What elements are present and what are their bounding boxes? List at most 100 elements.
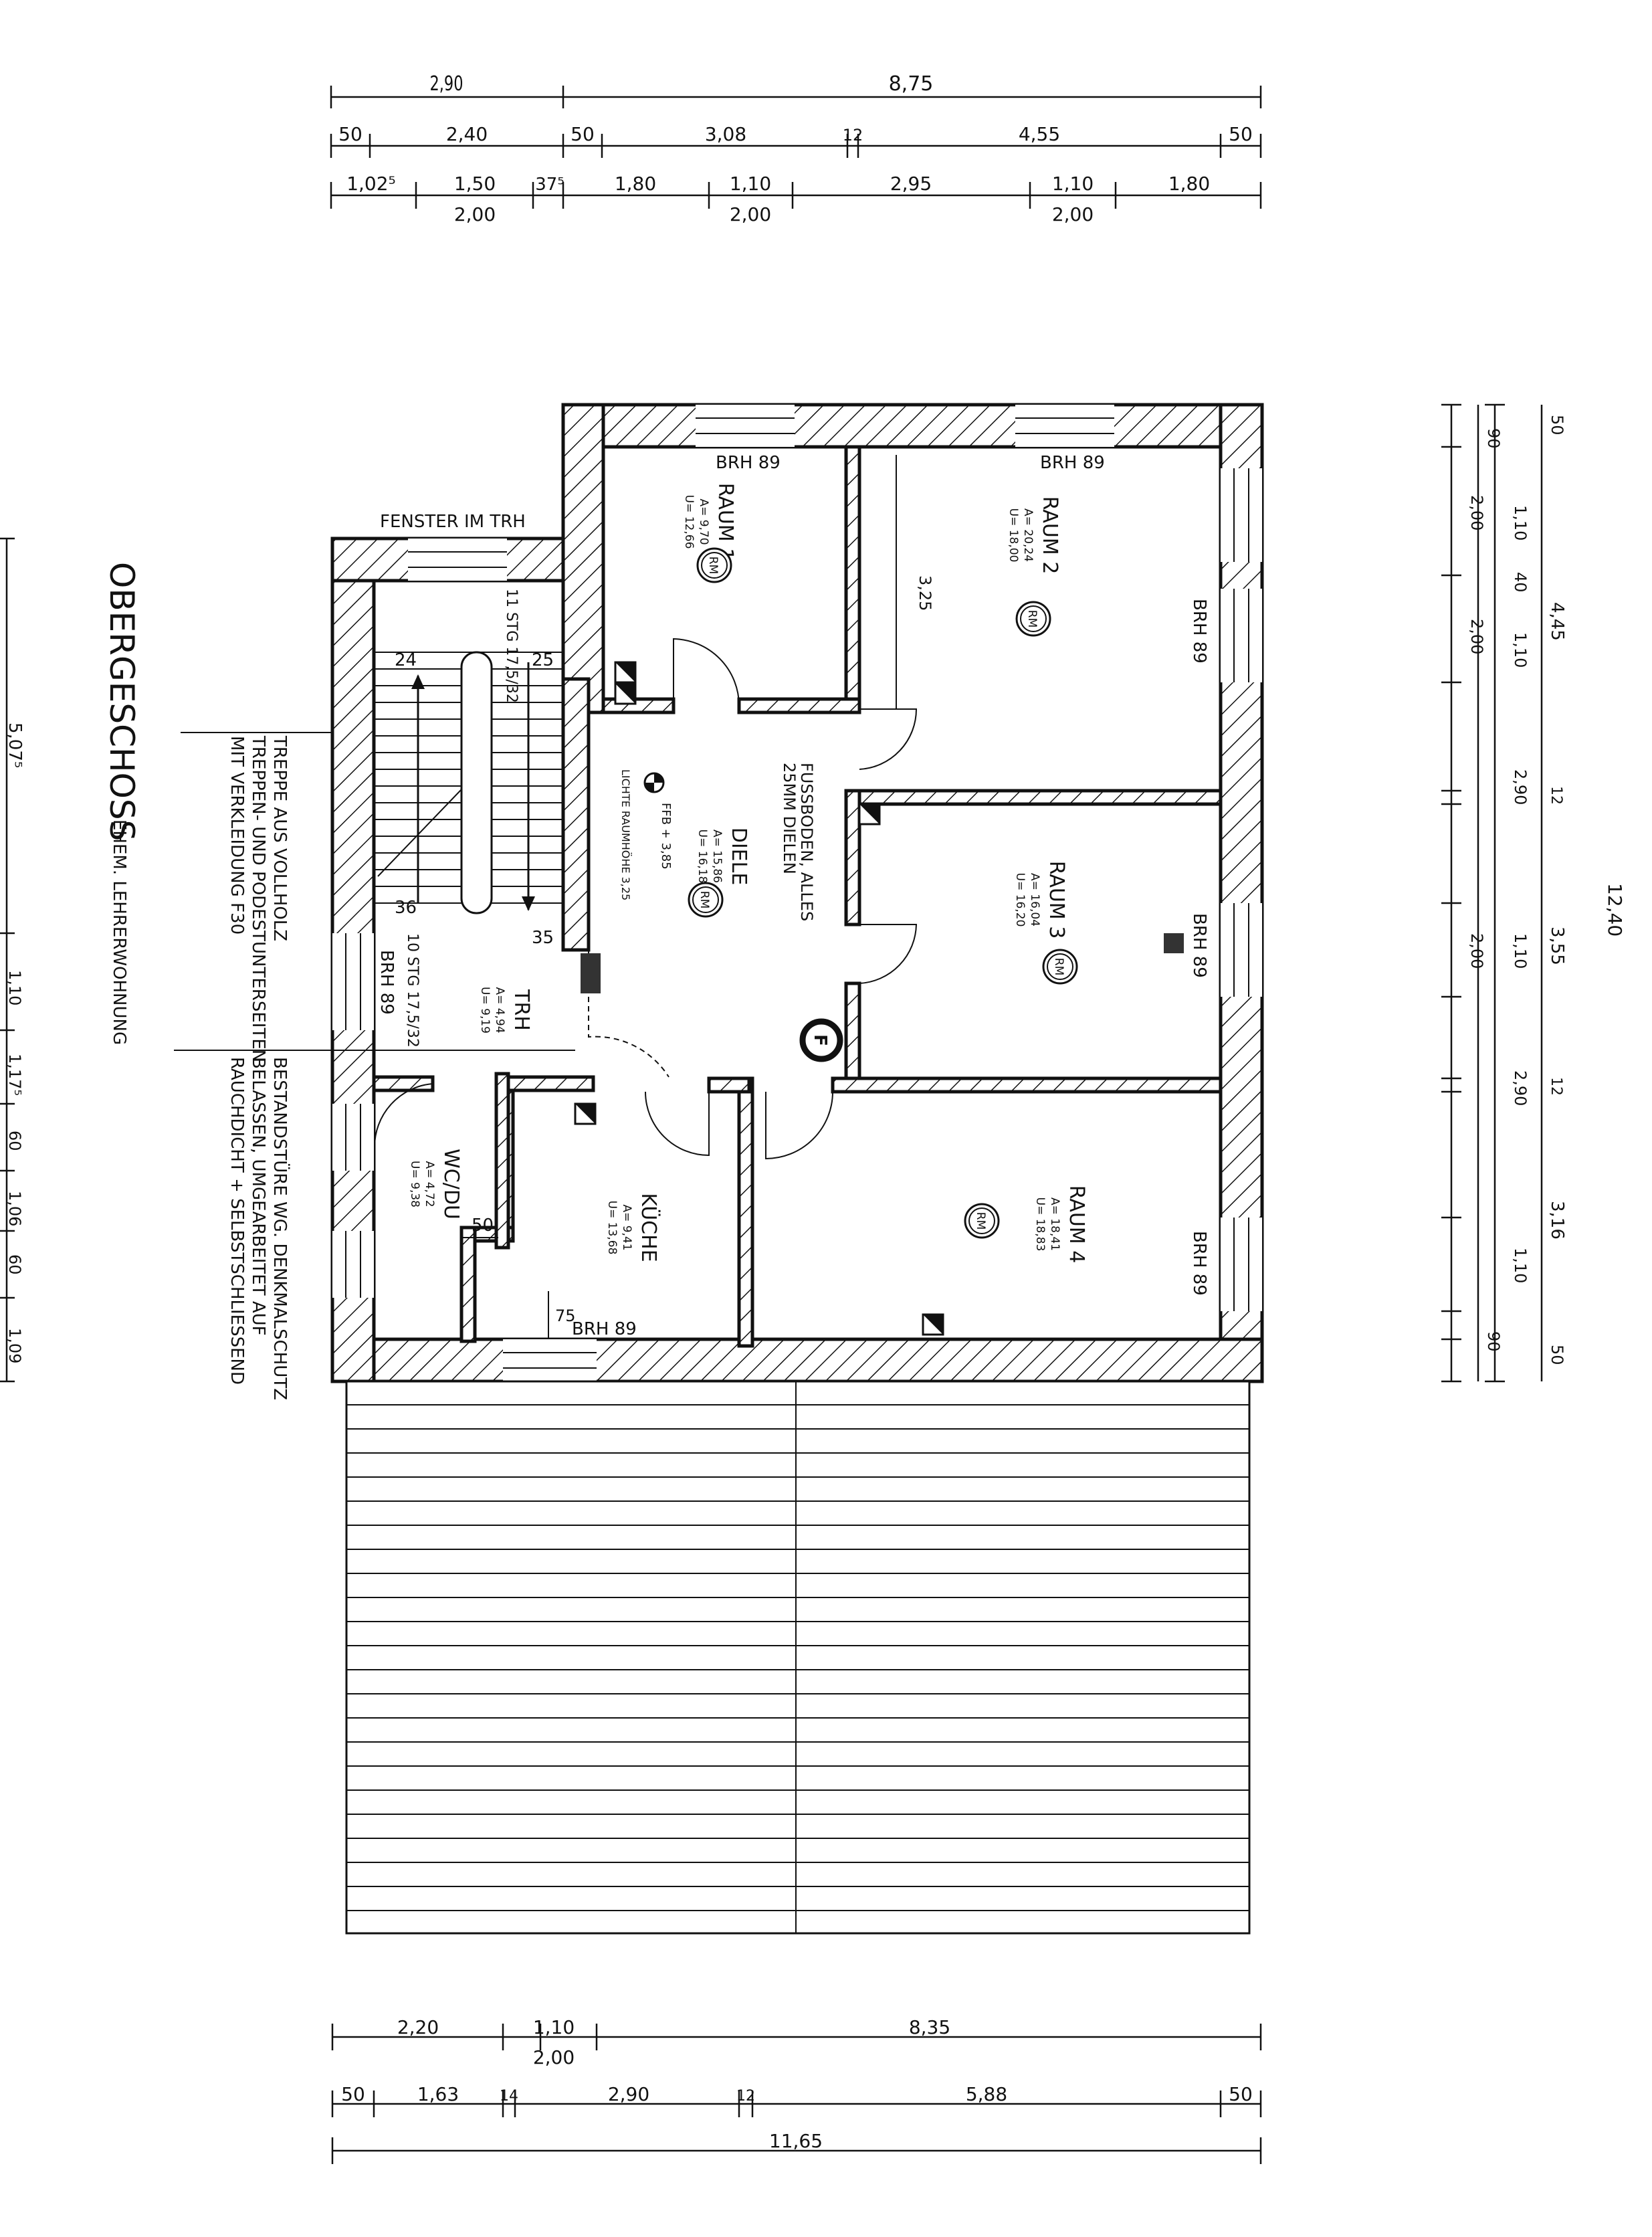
room-name: DIELE <box>727 828 750 886</box>
room-area: A= 15,86 <box>710 830 724 883</box>
room-name: RAUM 3 <box>1045 861 1068 939</box>
plan-title: OBERGESCHOSS <box>102 562 141 841</box>
dim-left-3: 1,17⁵ <box>5 1054 24 1096</box>
dim-bottom-r1b-1: 2,00 <box>533 2046 575 2068</box>
room-perimeter: U= 12,66 <box>682 495 696 549</box>
room-perimeter: U= 18,83 <box>1033 1197 1047 1252</box>
door-note-line-1: BESTANDSTÜRE WG. DENKMALSCHUTZ <box>270 1057 291 1400</box>
inner-dim-325: 3,25 <box>916 575 934 611</box>
dim-right-p3: 40 <box>1511 572 1530 593</box>
dim-right-p6: 12 <box>1548 786 1564 805</box>
dim-right-p2: 1,10 <box>1511 505 1530 541</box>
clear-height-label: LICHTE RAUMHÖHE 3,25 <box>619 769 632 900</box>
pipe-f-label: F <box>810 1034 830 1046</box>
sill-label: BRH 89 <box>716 453 781 473</box>
dim-top-r3-5: 1,10 <box>730 173 771 195</box>
dim-bottom-r1-2: 1,10 <box>533 2016 575 2038</box>
sill-label: BRH 89 <box>1189 913 1209 978</box>
rm-tag: RM <box>1025 610 1039 627</box>
stair-number-25: 25 <box>532 650 554 670</box>
rm-tags: RM RM RM RM RM <box>688 547 1078 1239</box>
sill-label: BRH 89 <box>1189 599 1209 664</box>
room-wc-du: WC/DU A= 4,72 U= 9,38 <box>408 1149 463 1220</box>
dim-right-p8: 2,90 <box>1511 1070 1530 1106</box>
room-name: KÜCHE <box>637 1193 661 1262</box>
sill-labels: BRH 89 BRH 89 BRH 89 BRH 89 BRH 89 BRH 8… <box>377 453 1209 1339</box>
inner-dim-75: 75 <box>555 1306 576 1325</box>
dim-right-o5: 90 <box>1484 1331 1503 1352</box>
stair-number-35: 35 <box>532 928 554 948</box>
floor-note-line-2: 25MM DIELEN <box>780 763 799 874</box>
room-raum-1: RAUM 1 A= 9,70 U= 12,66 <box>682 483 737 561</box>
dim-right-total: 12,40 <box>1604 883 1626 937</box>
door-note-line-2: BELASSEN, UMGEARBEITET AUF <box>248 1057 268 1336</box>
dim-top-r2-7: 50 <box>1229 123 1253 145</box>
room-name: RAUM 4 <box>1065 1185 1088 1264</box>
ffb-label: FFB + 3,85 <box>659 803 673 870</box>
dim-right-p10: 1,10 <box>1511 1248 1530 1283</box>
dim-left-2: 1,10 <box>5 970 24 1005</box>
stair-note-line-2: TREPPEN- UND PODESTUNTERSEITEN <box>248 735 268 1062</box>
pipe-f-symbol: F <box>799 1018 843 1062</box>
door-note: BESTANDSTÜRE WG. DENKMALSCHUTZ BELASSEN,… <box>227 1057 291 1400</box>
chimney-flues <box>574 661 944 1336</box>
inner-dimensions: 3,25 50 75 <box>461 455 934 1338</box>
level-note: FFB + 3,85 LICHTE RAUMHÖHE 3,25 <box>619 769 673 900</box>
doors <box>373 638 918 1160</box>
dim-top-r3-4: 1,80 <box>615 173 656 195</box>
dim-left-7: 1,09 <box>5 1328 24 1363</box>
rm-tag: RM <box>974 1212 987 1230</box>
dim-bottom-r2-1: 50 <box>341 2083 365 2105</box>
dim-right-o2: 2,00 <box>1467 495 1486 530</box>
room-area: A= 18,41 <box>1048 1197 1061 1251</box>
room-perimeter: U= 18,00 <box>1007 508 1020 563</box>
dimension-chain-right: 12,40 50 1,10 40 1,10 4,45 2,90 12 1,10 … <box>1441 403 1626 1383</box>
dim-top-r2-1: 50 <box>338 123 363 145</box>
terrace-deck <box>345 1380 1251 1935</box>
dim-top-r3-3: 37⁵ <box>535 175 564 195</box>
room-area: A= 9,70 <box>697 498 710 545</box>
dim-right-s1: 4,45 <box>1547 602 1567 641</box>
dim-left-6: 60 <box>5 1254 24 1275</box>
dim-right-p5: 2,90 <box>1511 769 1530 805</box>
dim-top-r4-3: 2,00 <box>1052 203 1094 225</box>
dim-top-r3-2: 1,50 <box>454 173 496 195</box>
room-area: A= 4,94 <box>493 987 506 1033</box>
sill-label: BRH 89 <box>1189 1231 1209 1296</box>
room-name: RAUM 2 <box>1038 496 1061 575</box>
dim-right-p7: 1,10 <box>1511 933 1530 969</box>
dim-top-r4-2: 2,00 <box>730 203 771 225</box>
room-perimeter: U= 16,20 <box>1013 873 1027 927</box>
dim-bottom-r1-3: 8,35 <box>909 2016 950 2038</box>
room-area: A= 20,24 <box>1021 508 1035 562</box>
room-perimeter: U= 9,38 <box>408 1161 421 1207</box>
room-kueche: KÜCHE A= 9,41 U= 13,68 <box>605 1193 661 1262</box>
dim-top-r3-7: 1,10 <box>1052 173 1094 195</box>
inner-dim-50: 50 <box>472 1215 494 1236</box>
floor-note: FUSSBODEN, ALLES 25MM DIELEN <box>780 763 816 921</box>
dim-bottom-r2-6: 5,88 <box>966 2083 1007 2105</box>
room-area: A= 16,04 <box>1028 873 1041 927</box>
stair-note-line-1: TREPPE AUS VOLLHOLZ <box>270 735 290 941</box>
dim-bottom-r1-1: 2,20 <box>397 2016 439 2038</box>
dim-bottom-total: 11,65 <box>769 2130 823 2152</box>
dim-top-r1-1: 2,90 <box>429 72 463 96</box>
room-diele: DIELE A= 15,86 U= 16,18 <box>696 828 750 886</box>
room-name: TRH <box>510 989 533 1031</box>
dim-left-5: 1,06 <box>5 1191 24 1226</box>
dimension-chain-bottom: 2,20 1,10 8,35 2,00 50 1,63 14 2,90 12 5… <box>331 2016 1262 2164</box>
room-raum-4: RAUM 4 A= 18,41 U= 18,83 <box>1033 1185 1088 1264</box>
stair-note: TREPPE AUS VOLLHOLZ TREPPEN- UND PODESTU… <box>227 735 290 1062</box>
room-raum-3: RAUM 3 A= 16,04 U= 16,20 <box>1013 861 1068 939</box>
dim-bottom-r2-5: 12 <box>736 2088 755 2105</box>
stair-note-line-3: MIT VERKLEIDUNG F30 <box>227 736 247 935</box>
room-perimeter: U= 9,19 <box>478 987 492 1034</box>
stair-number-24: 24 <box>395 650 417 670</box>
sill-label: BRH 89 <box>377 950 397 1015</box>
room-perimeter: U= 13,68 <box>605 1201 619 1255</box>
sill-label: BRH 89 <box>1040 453 1105 473</box>
room-name: RAUM 1 <box>714 483 737 561</box>
room-area: A= 9,41 <box>620 1204 633 1250</box>
room-trh: TRH A= 4,94 U= 9,19 <box>478 987 533 1034</box>
dimension-chain-top: 2,90 8,75 50 2,40 50 3,08 12 4,55 50 1,0… <box>330 72 1262 225</box>
